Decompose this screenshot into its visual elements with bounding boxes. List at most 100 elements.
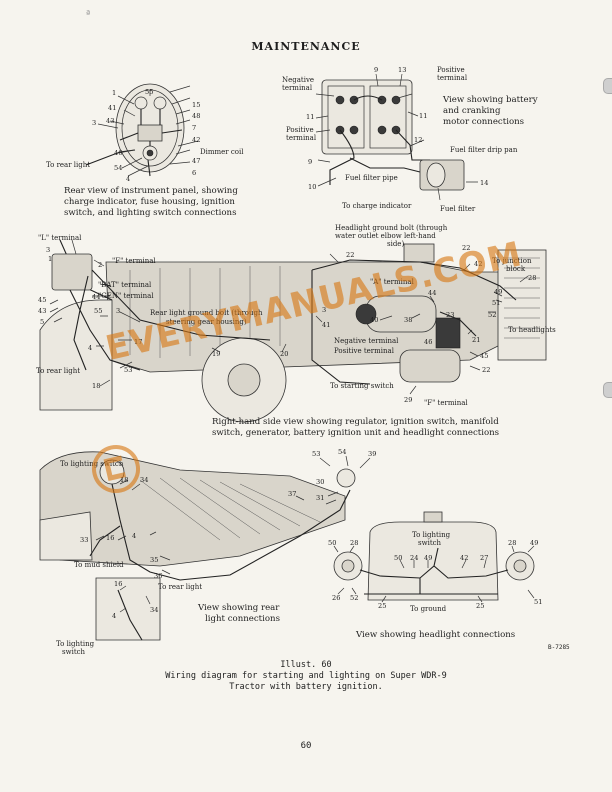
rear-part-39: 39 <box>368 450 376 458</box>
side-part-51: 51 <box>492 299 500 307</box>
lighting-switch-knob <box>146 149 154 157</box>
side-part-41: 41 <box>322 321 330 329</box>
side-part-42: 42 <box>474 260 482 268</box>
to-charge-indicator-label: To charge indicator <box>342 202 412 210</box>
regulator <box>51 253 93 291</box>
positive-terminal-right-label-1: Positive <box>437 66 465 74</box>
page-title: MAINTENANCE <box>251 40 361 53</box>
battery-right-cell <box>369 85 407 149</box>
side-part-44a: 44 <box>92 293 100 301</box>
to-headlights-label: To headlights <box>508 326 556 334</box>
side-part-20: 20 <box>280 350 288 358</box>
side-part-29: 29 <box>404 396 412 404</box>
part-3: 3 <box>92 119 96 127</box>
right-headlight-lens <box>513 559 527 573</box>
side-part-22c: 22 <box>482 366 490 374</box>
side-view-caption-1: Right-hand side view showing regulator, … <box>212 417 499 427</box>
side-part-28: 28 <box>528 274 536 282</box>
head-part-24: 24 <box>410 554 418 562</box>
headlight-figure: To lighting switch To ground View showin… <box>328 511 542 640</box>
side-part-1: 1 <box>48 255 52 263</box>
head-part-28a: 28 <box>350 539 358 547</box>
a-terminal-label: "A" terminal <box>370 278 415 286</box>
part-14: 14 <box>480 179 488 187</box>
instrument-caption-line-2: charge indicator, fuse housing, ignition <box>64 197 235 207</box>
to-lighting-switch-bottom-label-1: To lighting <box>56 640 95 648</box>
battery-post-6 <box>349 125 359 135</box>
rear-part-34a: 34 <box>140 476 148 484</box>
part-12: 12 <box>414 136 422 144</box>
head-part-50b: 50 <box>394 554 402 562</box>
headlight-ground-label-2: water outlet elbow left-hand <box>335 232 436 240</box>
head-part-49b: 49 <box>530 539 538 547</box>
seat-area <box>39 511 93 561</box>
side-part-3a: 3 <box>46 246 50 254</box>
rear-part-34b: 34 <box>150 606 158 614</box>
front-lamp-bracket <box>336 468 356 488</box>
headlight-ground-label-3: side) <box>387 240 404 248</box>
battery-box <box>321 79 413 155</box>
positive-terminal-right-label-2: terminal <box>437 74 468 82</box>
part-7: 7 <box>192 124 196 132</box>
rear-part-35: 35 <box>150 556 158 564</box>
to-junction-block-label-2: block <box>506 265 526 273</box>
tractor-side-view-figure: "L" terminal "F" terminal "BAT" terminal… <box>36 224 556 438</box>
bat-terminal-label: "BAT" terminal <box>98 281 152 289</box>
instrument-caption-line-1: Rear view of instrument panel, showing <box>64 186 238 196</box>
side-part-23a: 23 <box>446 311 454 319</box>
side-part-22a: 22 <box>346 251 354 259</box>
to-ground-label: To ground <box>410 605 447 613</box>
rear-view-caption-2: light connections <box>205 614 280 624</box>
side-part-49: 49 <box>494 288 502 296</box>
to-rear-light-label: To rear light <box>46 161 90 169</box>
illustration-line-2: Tractor with battery ignition. <box>229 682 383 692</box>
rear-part-30: 30 <box>316 478 324 486</box>
hood-shading <box>129 266 281 358</box>
f-terminal-bottom-label: "F" terminal <box>424 399 468 407</box>
radiator-grille-outline <box>367 521 499 601</box>
part-9-top: 9 <box>374 66 378 74</box>
to-lighting-switch-bottom-label-2: switch <box>62 648 86 656</box>
positive-terminal-left-label-2: terminal <box>286 134 317 142</box>
part-13: 13 <box>398 66 406 74</box>
head-part-52: 52 <box>350 594 358 602</box>
side-part-40: 40 <box>370 316 378 324</box>
gen-terminal-label: "GEN" terminal <box>98 292 154 300</box>
part-15: 15 <box>192 101 200 109</box>
part-6: 6 <box>192 169 196 177</box>
to-lighting-switch-headlight-label-1: To lighting <box>412 531 451 539</box>
side-part-44b: 44 <box>428 289 436 297</box>
battery-left-cell <box>327 85 365 149</box>
part-55: 55 <box>145 88 153 96</box>
to-rear-light-side-label: To rear light <box>36 367 80 375</box>
fuel-filter-label: Fuel filter <box>440 205 476 213</box>
battery-view-caption-1: View showing battery <box>442 95 538 105</box>
side-part-3b: 3 <box>116 307 120 315</box>
rear-part-36: 36 <box>154 572 162 580</box>
battery-ignition-unit <box>435 317 461 349</box>
left-headlight-lens <box>341 559 355 573</box>
battery-leader-lines <box>315 73 478 201</box>
side-part-19: 19 <box>212 350 220 358</box>
battery-post-1 <box>335 95 345 105</box>
part-10: 10 <box>308 183 316 191</box>
rear-fender <box>39 299 113 411</box>
battery-post-7 <box>377 125 387 135</box>
head-part-25b: 25 <box>476 602 484 610</box>
positive-terminal-left-label-1: Positive <box>286 126 314 134</box>
part-43: 43 <box>106 117 114 125</box>
headlight-leader-lines <box>333 545 535 603</box>
rear-part-31: 31 <box>316 494 324 502</box>
ignition-switch <box>137 124 163 142</box>
side-part-2: 2 <box>98 261 102 269</box>
side-part-4: 4 <box>88 344 92 352</box>
battery-figure: 9 13 11 11 12 9 10 14 Negative terminal … <box>282 66 538 213</box>
side-part-3c: 3 <box>322 306 326 314</box>
side-part-52: 52 <box>488 311 496 319</box>
rear-view-wiring <box>89 483 351 641</box>
headlight-wiring <box>359 547 509 595</box>
to-starting-switch-label: To starting switch <box>330 382 394 390</box>
head-part-51: 51 <box>534 598 542 606</box>
rear-part-16a: 16 <box>106 534 114 542</box>
